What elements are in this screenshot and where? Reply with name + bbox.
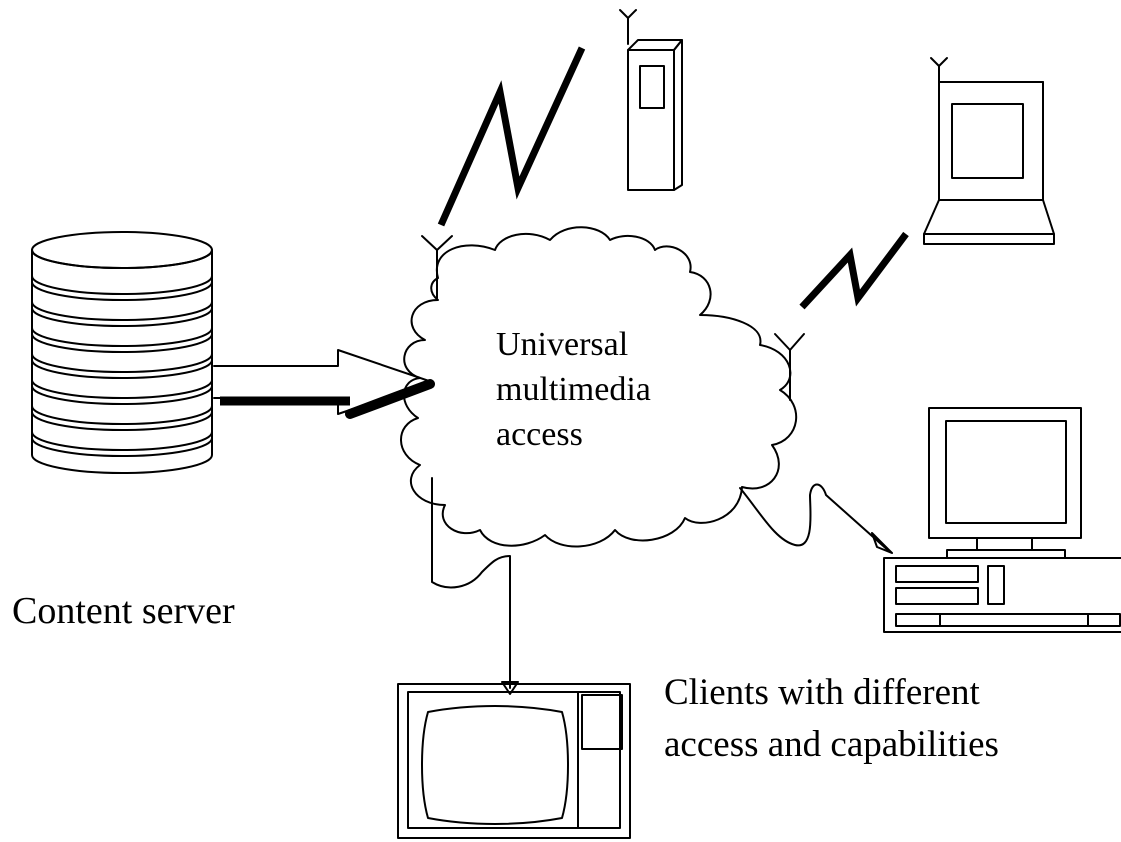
wireless-link-icon <box>437 46 586 227</box>
wired-link-line <box>431 477 519 695</box>
cloud-label: Universal multimedia access <box>496 322 651 457</box>
antenna-icon <box>421 235 453 299</box>
cloud-icon <box>400 226 798 548</box>
cloud-label-line: access <box>496 416 583 453</box>
desktop-computer-icon <box>883 407 1121 633</box>
wireless-link-icon <box>799 231 909 310</box>
arrow-icon <box>213 349 435 419</box>
cloud-label-line: Universal <box>496 326 629 363</box>
database-icon <box>31 231 213 474</box>
wired-link-line <box>739 483 893 554</box>
clients-label-line: access and capabilities <box>664 724 999 765</box>
clients-label-line: Clients with different <box>664 672 980 713</box>
mobile-phone-icon <box>619 9 683 191</box>
content-server-label: Content server <box>12 590 235 632</box>
clients-label: Clients with different access and capabi… <box>664 667 999 771</box>
television-icon <box>397 683 631 839</box>
cloud-label-line: multimedia <box>496 371 651 408</box>
antenna-icon <box>774 333 805 401</box>
laptop-icon <box>923 57 1055 245</box>
